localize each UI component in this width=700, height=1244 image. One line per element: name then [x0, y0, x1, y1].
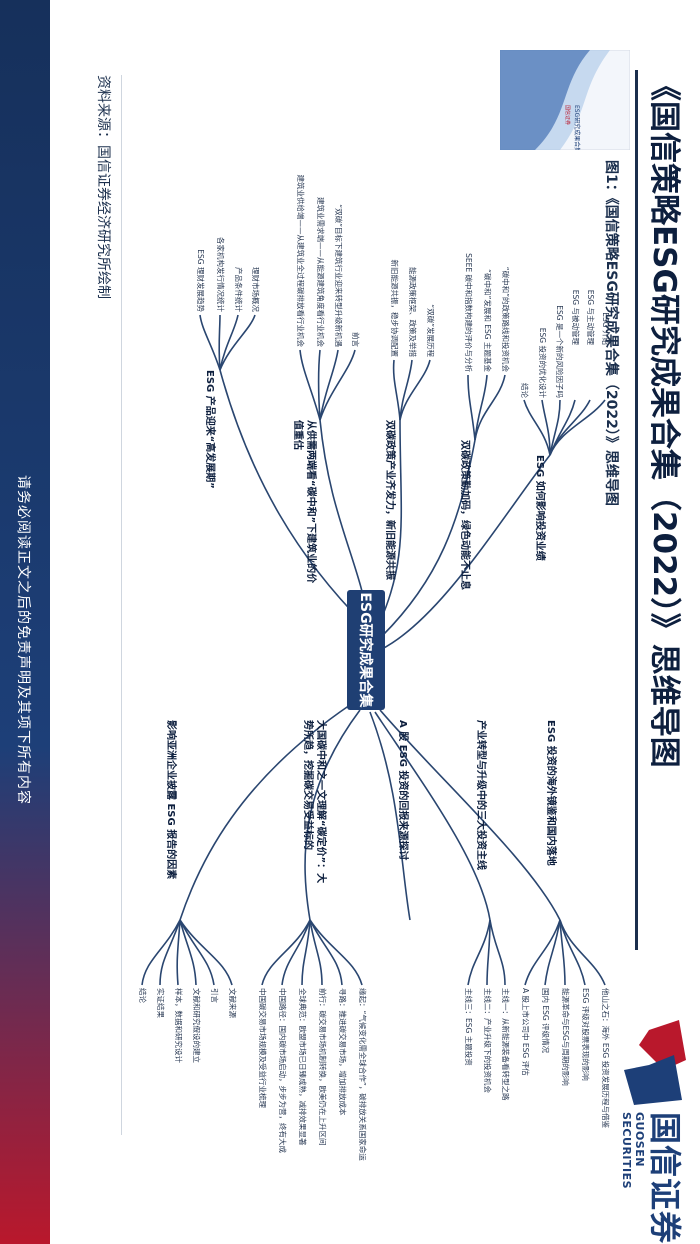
connector-line [300, 350, 320, 420]
connector-line [305, 710, 360, 920]
connector-line [220, 370, 365, 625]
b3-leaf: 新旧能源共振，稳步协调配置 [390, 260, 400, 358]
connector-line [542, 400, 550, 455]
connector-line [180, 920, 232, 985]
b5-leaf: ESG 理财发展趋势 [196, 249, 206, 312]
b4-leaf: 前言 [351, 332, 361, 347]
b9-title-2: 势所趋，挖掘碳交易受益标的 [302, 720, 315, 850]
connector-line [320, 350, 355, 420]
b5-leaf: 产品条件统计 [234, 267, 244, 312]
b6-title: ESG 投资的海外镜鉴和国内落地 [545, 720, 558, 866]
connector-line [320, 350, 338, 420]
b9-leaf: 中国路径：国内碳市场启动，步步为营，终有大成 [278, 988, 288, 1153]
b6-leaf: 能源革命与ESG与周期的影响 [561, 988, 571, 1086]
b9-leaf: 中国碳交易市场规模及受益行业梳理 [258, 988, 268, 1108]
connector-line [200, 315, 220, 370]
b9-title-1: 大国碳中和之一文理解“碳定价”：大 [315, 720, 328, 883]
b4-leaf: 建筑业供给端——从建筑业全过程碳排放看行业机会 [296, 175, 306, 348]
b7-title: 产业转型与升级中的三大投资主线 [475, 720, 488, 870]
b5-title: ESG 产品迎来“高发展期” [204, 370, 217, 489]
connector-line [525, 920, 560, 985]
source-note: 资料来源：国信证券经济研究所绘制 [94, 75, 114, 299]
b10-leaf: 结论 [138, 988, 148, 1003]
b1-leaf: ESG 是一个新的风险因子吗 [555, 305, 565, 398]
book-subtitle: 国信证券 [564, 105, 571, 125]
connector-line [550, 400, 575, 455]
b9-leaf: 全球典范：欧盟市场已日臻成熟，减排效果显著 [298, 988, 308, 1146]
connector-line [220, 315, 238, 370]
b9-leaf: 缘起：“气候变化需全球合作”，碳排放关系国家命运 [358, 988, 368, 1161]
connector-line [177, 920, 180, 985]
b4-title-1: 从供需两端看“碳中和”下建筑业的价 [305, 420, 318, 584]
disclaimer-text: 请务必阅读正文之后的免责声明及其项下所有内容 [14, 475, 34, 805]
b2-leaf: “碳中和”发展和 ESG 主题基金 [483, 269, 493, 372]
b10-leaf: 实证结果 [156, 988, 166, 1018]
b6-leaf: 他山之石：海外 ESG 投资发展历程与借鉴 [601, 988, 611, 1129]
b2-leaf: “碳中和”的政策路线和投资机会 [501, 267, 511, 373]
b7-leaf: 主线三：ESG 主题投资 [464, 988, 474, 1066]
b10-leaf: 文献和研究假设的建立 [192, 988, 202, 1063]
b3-leaf: “双碳”发展历程 [426, 304, 436, 357]
b10-title: 影响亚洲企业披露 ESG 报告的因素 [165, 720, 178, 879]
source-divider [121, 75, 122, 1135]
connector-line [475, 375, 487, 440]
b5-leaf: 理财市场概况 [251, 267, 261, 312]
sidebar-strip: 请务必阅读正文之后的免责声明及其项下所有内容 [0, 0, 50, 1244]
connector-line [545, 920, 560, 985]
connector-line [219, 315, 220, 370]
b5-leaf: 各家机构发行情况统计 [216, 237, 226, 312]
book-title: ESG研究成果合集 [573, 105, 581, 150]
b3-title: 双碳政策产业齐发力，新旧能源共振 [384, 420, 397, 580]
b1-leaf: 结论 [520, 383, 530, 398]
book-cover-image: ESG研究成果合集 国信证券 [500, 50, 630, 150]
b10-leaf: 文献来源 [228, 988, 238, 1018]
b4-title-2: 值重估 [292, 420, 305, 450]
b1-title: ESG 如何影响投资业绩 [534, 455, 547, 561]
connector-line [524, 400, 550, 455]
connector-line [490, 920, 505, 985]
connector-line [319, 350, 321, 420]
b6-leaf: A 股上市公司中 ESG 评估 [521, 988, 531, 1076]
connector-line [220, 315, 255, 370]
b1-leaf: ESG 与主动管理 [586, 290, 596, 346]
connector-line [394, 360, 400, 420]
b7-leaf: 主线一：从新能源装备看转型之路 [501, 988, 511, 1101]
b9-leaf: 前行：碳交易市场机制转换，欧美仍在上升区间 [318, 988, 328, 1146]
connector-line [468, 375, 475, 440]
connector-line [550, 400, 605, 455]
mindmap-center-node: ESG研究成果合集 [347, 590, 385, 710]
b9-leaf: 寻路：推进碳交易市场，增加排放成本 [338, 988, 348, 1116]
b4-leaf: 建筑业需求端——从能源建筑角度看行业机会 [316, 197, 326, 347]
connector-line [475, 375, 505, 440]
b10-leaf: 样本，数据和研究设计 [174, 988, 184, 1063]
b2-leaf: SEEE 碳中和指数构建的评价与分析 [464, 253, 474, 372]
connector-line [310, 920, 342, 985]
b1-leaf: ESG 投资的优化设计 [538, 328, 548, 399]
connector-line [400, 360, 412, 420]
b7-leaf: 主线二：产业升级下的投资机会 [483, 988, 493, 1093]
connector-line [375, 712, 490, 920]
b1-leaf: ESG 介绍 [601, 312, 611, 345]
b10-leaf: 引言 [210, 988, 220, 1003]
rotated-page: 国信证券 GUOSEN SECURITIES 《国信策略ESG研究成果合集（20… [50, 0, 700, 1244]
b4-leaf: “双碳”目标下建筑行业迎来转型升级新机遇 [334, 204, 344, 347]
b6-leaf: ESG 评级对股票表现的影响 [581, 988, 591, 1081]
b6-leaf: 国内 ESG 评级情况 [541, 988, 551, 1054]
connector-line [400, 360, 430, 420]
b1-leaf: ESG 与被动管理 [571, 290, 581, 346]
b3-leaf: 能源政策框架、政策及举措 [408, 267, 418, 357]
